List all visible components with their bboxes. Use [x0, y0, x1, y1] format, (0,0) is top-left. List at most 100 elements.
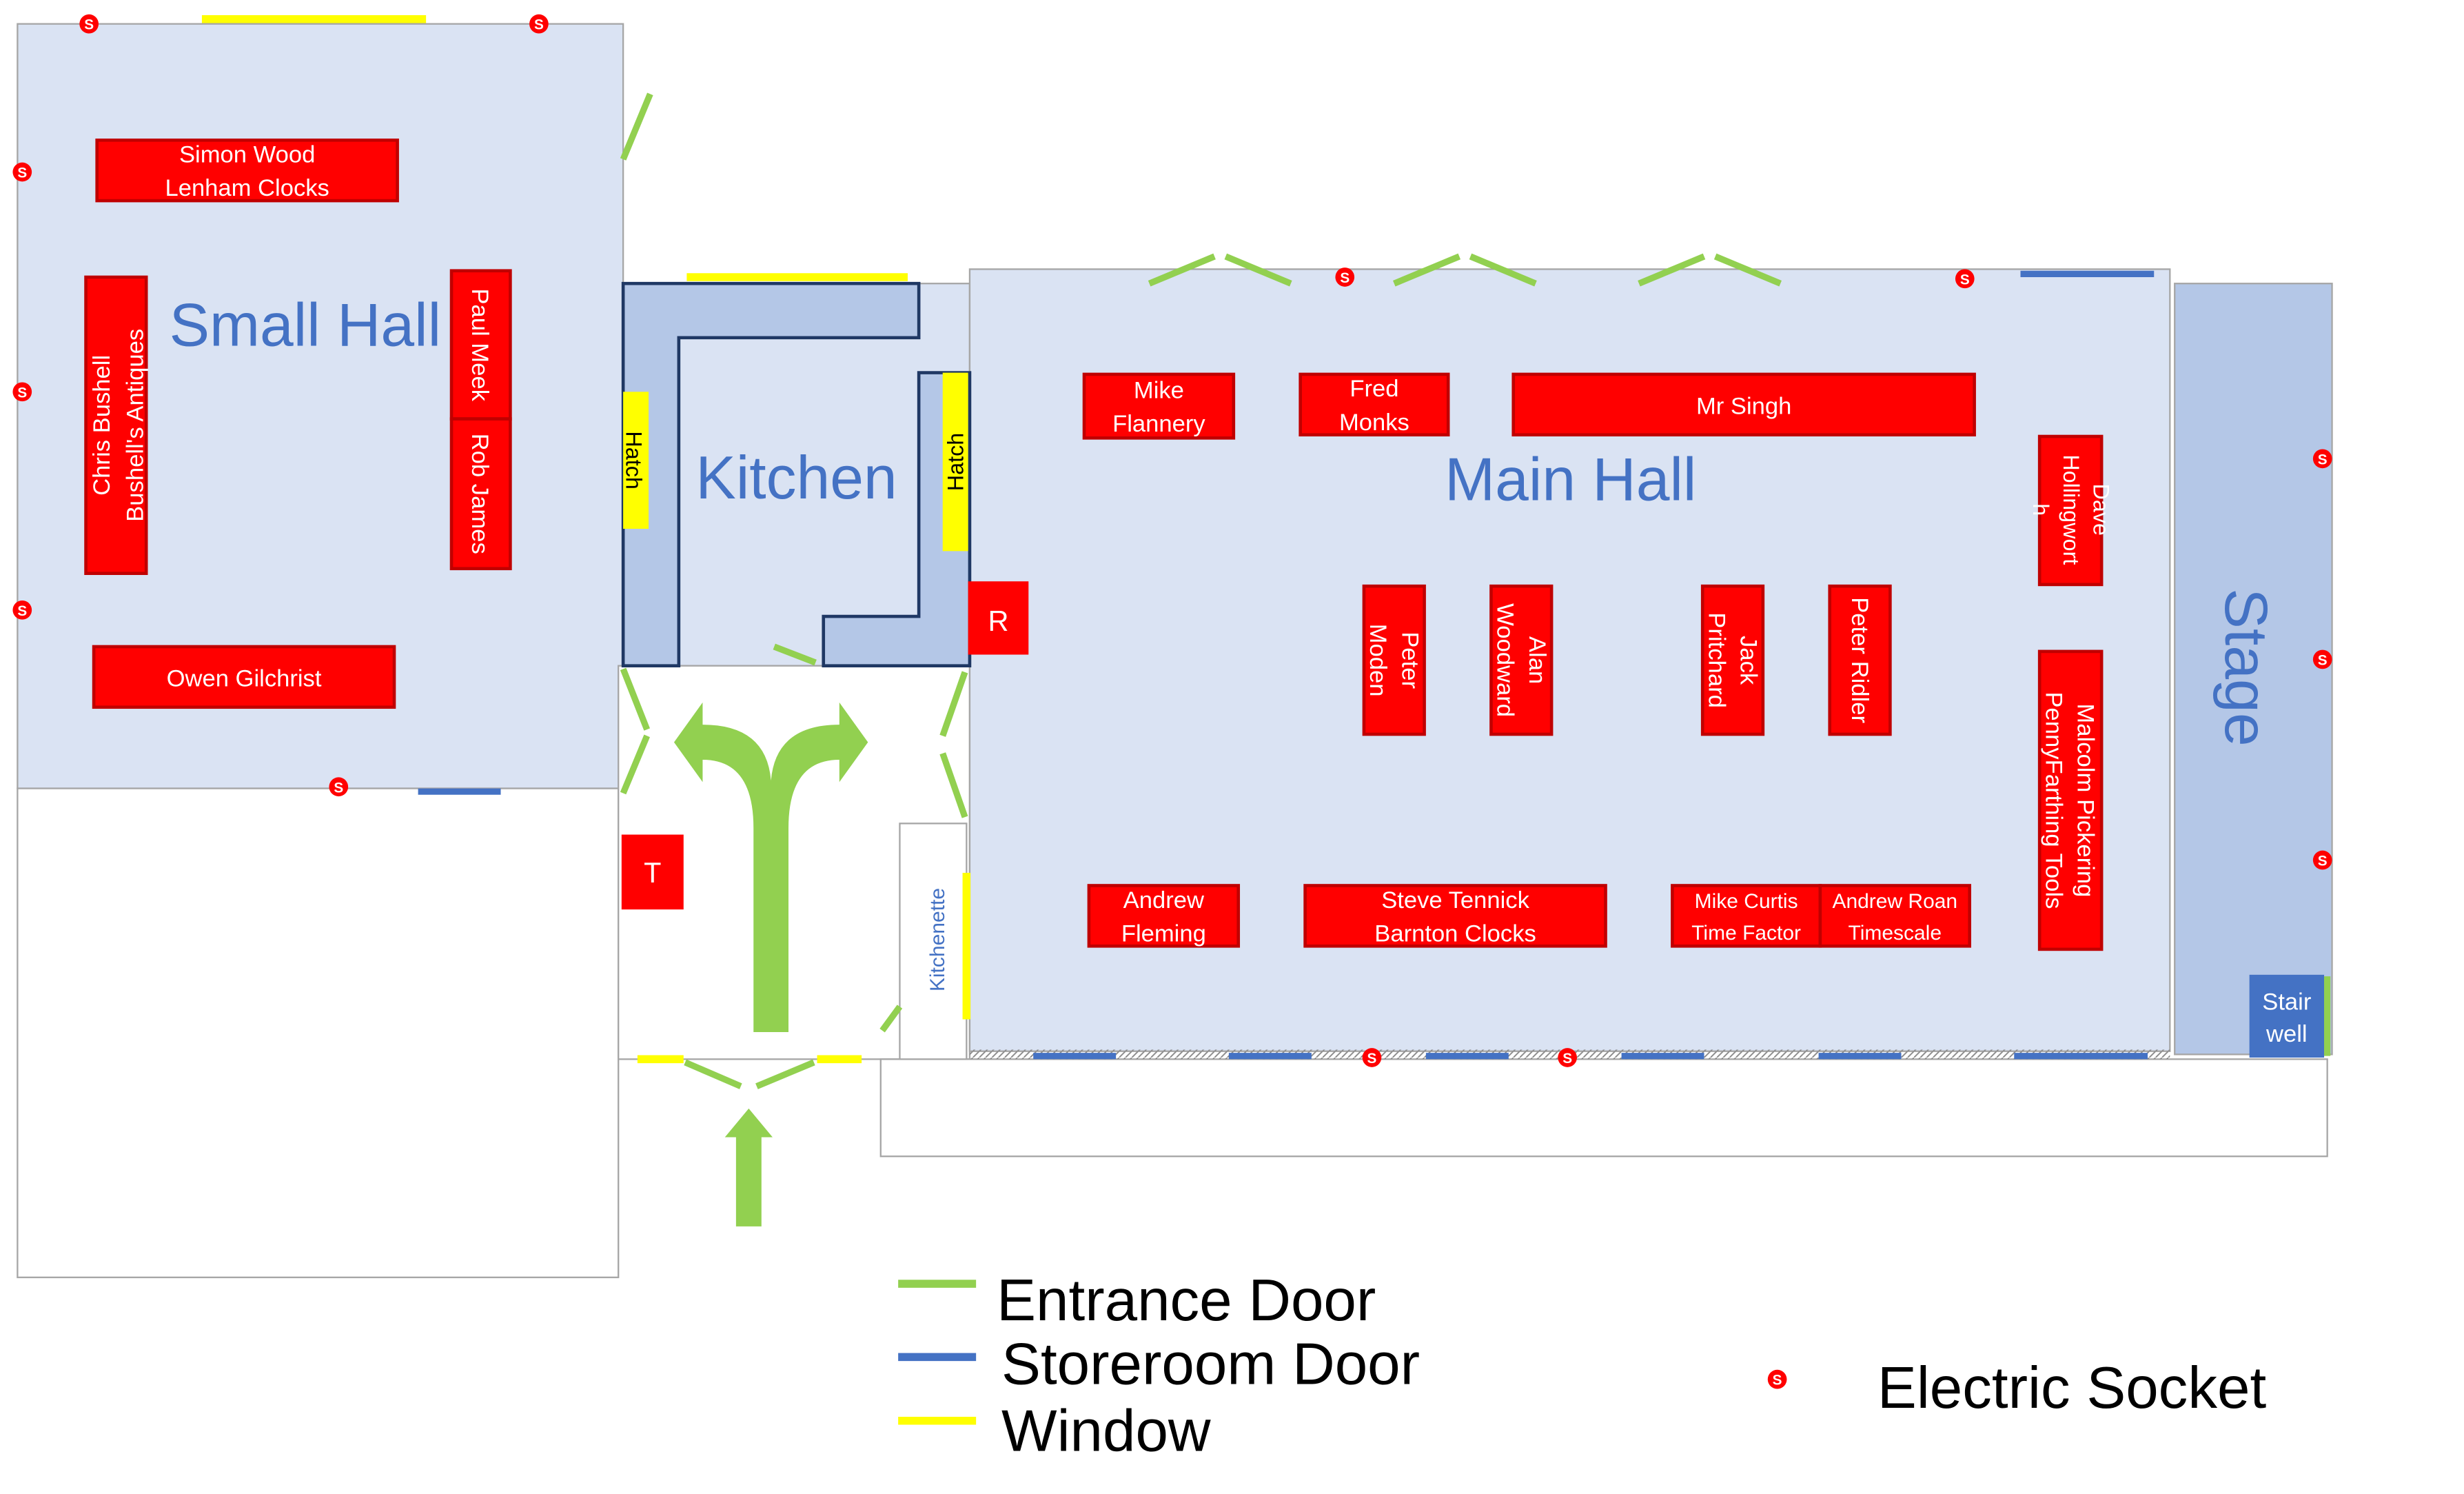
marker-r-label: R: [988, 605, 1008, 637]
entrance-door-top-3b: [1713, 253, 1782, 287]
socket-icon: S: [2312, 449, 2332, 469]
entrance-door-kitchen: [773, 643, 817, 666]
svg-text:Lenham Clocks: Lenham Clocks: [165, 175, 329, 201]
svg-text:h: h: [2028, 503, 2053, 516]
marker-r-box: [968, 581, 1029, 655]
electric-sockets: S S S S S S S S S S S S S: [12, 14, 2332, 1067]
entrance-door-top-1b: [1224, 253, 1292, 287]
windows: [201, 14, 971, 1064]
svg-text:Owen Gilchrist: Owen Gilchrist: [167, 666, 322, 692]
stall-andrew-roan: Andrew Roan Timescale: [1818, 884, 1971, 948]
svg-text:S: S: [2318, 653, 2328, 669]
socket-icon: S: [79, 14, 99, 34]
svg-text:Flannery: Flannery: [1112, 411, 1205, 437]
kitchenette-label: Kitchenette: [926, 888, 949, 991]
legend-entrance-label: Entrance Door: [997, 1268, 1376, 1333]
svg-text:S: S: [84, 17, 94, 33]
svg-text:S: S: [2318, 452, 2328, 467]
socket-icon: S: [1362, 1048, 1382, 1067]
svg-text:Woodward: Woodward: [1492, 603, 1518, 717]
socket-icon: S: [12, 162, 32, 182]
svg-text:S: S: [1773, 1373, 1782, 1389]
svg-text:Malcolm Pickering: Malcolm Pickering: [2073, 703, 2099, 897]
kitchenette-room: [899, 822, 968, 1060]
stairwell-label-1: Stair: [2262, 989, 2311, 1016]
svg-text:Timescale: Timescale: [1849, 922, 1942, 945]
svg-text:Time Factor: Time Factor: [1691, 922, 1801, 945]
entrance-door-top-2a: [1392, 253, 1461, 287]
corridor-room: [879, 1058, 2328, 1158]
svg-text:Barnton Clocks: Barnton Clocks: [1374, 920, 1536, 947]
socket-icon: S: [529, 14, 549, 34]
storeroom-doors: [418, 270, 2155, 1060]
svg-text:S: S: [334, 780, 343, 796]
entrance-door-kitchenette: [879, 1005, 903, 1033]
entrance-door-top-1a: [1148, 253, 1216, 287]
stall-peter-ridler: Peter Ridler: [1828, 584, 1892, 736]
entrance-door-top-2b: [1469, 253, 1537, 287]
legend-socket-icon: S: [1767, 1369, 1787, 1389]
kitchen-counter-left: [621, 281, 921, 667]
svg-text:Alan: Alan: [1524, 636, 1550, 684]
stairwell-box: [2249, 974, 2325, 1058]
svg-text:Mike: Mike: [1134, 378, 1184, 404]
stall-rob-james: Rob James: [449, 417, 512, 571]
svg-text:Andrew: Andrew: [1123, 887, 1205, 913]
legend: Entrance Door Storeroom Door Window S El…: [898, 1268, 2266, 1464]
hatch-left-label: Hatch: [622, 431, 646, 489]
front-entry-arrow: [724, 1108, 773, 1227]
svg-text:S: S: [17, 603, 27, 619]
stage-room: [2174, 283, 2333, 1056]
svg-text:S: S: [1960, 272, 1970, 287]
svg-text:Peter: Peter: [1396, 632, 1423, 689]
svg-text:Moden: Moden: [1365, 624, 1391, 697]
svg-text:S: S: [1340, 270, 1350, 286]
hatch-right-label: Hatch: [944, 433, 968, 491]
socket-icon: S: [2312, 850, 2332, 870]
socket-icon: S: [12, 382, 32, 402]
stall-steve-tennick: Steve Tennick Barnton Clocks: [1303, 884, 1607, 948]
entrance-doors: [620, 92, 2331, 1089]
stall-mr-singh: Mr Singh: [1511, 372, 1976, 437]
entrance-door-front-a: [684, 1059, 742, 1089]
svg-text:Steve Tennick: Steve Tennick: [1381, 887, 1529, 913]
lower-left-room: [17, 787, 620, 1278]
stall-owen-gilchrist: Owen Gilchrist: [92, 645, 396, 709]
stairwell-label-2: well: [2266, 1021, 2308, 1047]
legend-window-label: Window: [1001, 1399, 1211, 1464]
hatch-right-box: [942, 372, 968, 552]
entrance-door-lobby-right-b: [939, 752, 968, 818]
marker-t-box: [621, 834, 684, 910]
svg-text:Pritchard: Pritchard: [1703, 612, 1729, 708]
stall-andrew-fleming: Andrew Fleming: [1087, 884, 1241, 948]
entrance-door-small-hall: [620, 92, 653, 161]
svg-text:Peter Ridler: Peter Ridler: [1846, 597, 1873, 723]
svg-text:Simon Wood: Simon Wood: [179, 142, 315, 168]
entrance-door-top-3a: [1638, 253, 1706, 287]
svg-text:Mr Singh: Mr Singh: [1696, 394, 1791, 420]
svg-text:Bushell's Antiques: Bushell's Antiques: [123, 329, 149, 522]
stall-jack-pritchard: Jack Pritchard: [1700, 584, 1765, 736]
stall-mike-flannery: Mike Flannery: [1082, 372, 1236, 440]
socket-icon: S: [1335, 267, 1355, 287]
hatch-left-box: [623, 392, 649, 529]
entrance-door-front-b: [755, 1059, 815, 1089]
svg-text:S: S: [1562, 1051, 1572, 1067]
svg-text:Andrew Roan: Andrew Roan: [1832, 890, 1957, 913]
svg-text:Fleming: Fleming: [1121, 920, 1206, 947]
socket-icon: S: [1558, 1048, 1577, 1067]
small-hall-label: Small Hall: [170, 291, 441, 359]
svg-text:Monks: Monks: [1339, 410, 1409, 436]
lobby-direction-arrow: [673, 702, 868, 1033]
svg-text:Dave: Dave: [2089, 484, 2114, 536]
svg-text:Hollingwort: Hollingwort: [2059, 454, 2084, 565]
entrance-door-lobby-left-b: [620, 734, 650, 795]
svg-text:Rob James: Rob James: [467, 434, 493, 554]
svg-text:Chris Bushell: Chris Bushell: [89, 355, 115, 496]
entrance-door-lobby-left-a: [620, 667, 651, 731]
kitchen-counter-right: [822, 371, 972, 667]
socket-icon: S: [1955, 269, 1975, 289]
svg-text:S: S: [534, 17, 544, 33]
stall-dave-hollingworth: Dave Hollingwort h: [2028, 434, 2114, 587]
